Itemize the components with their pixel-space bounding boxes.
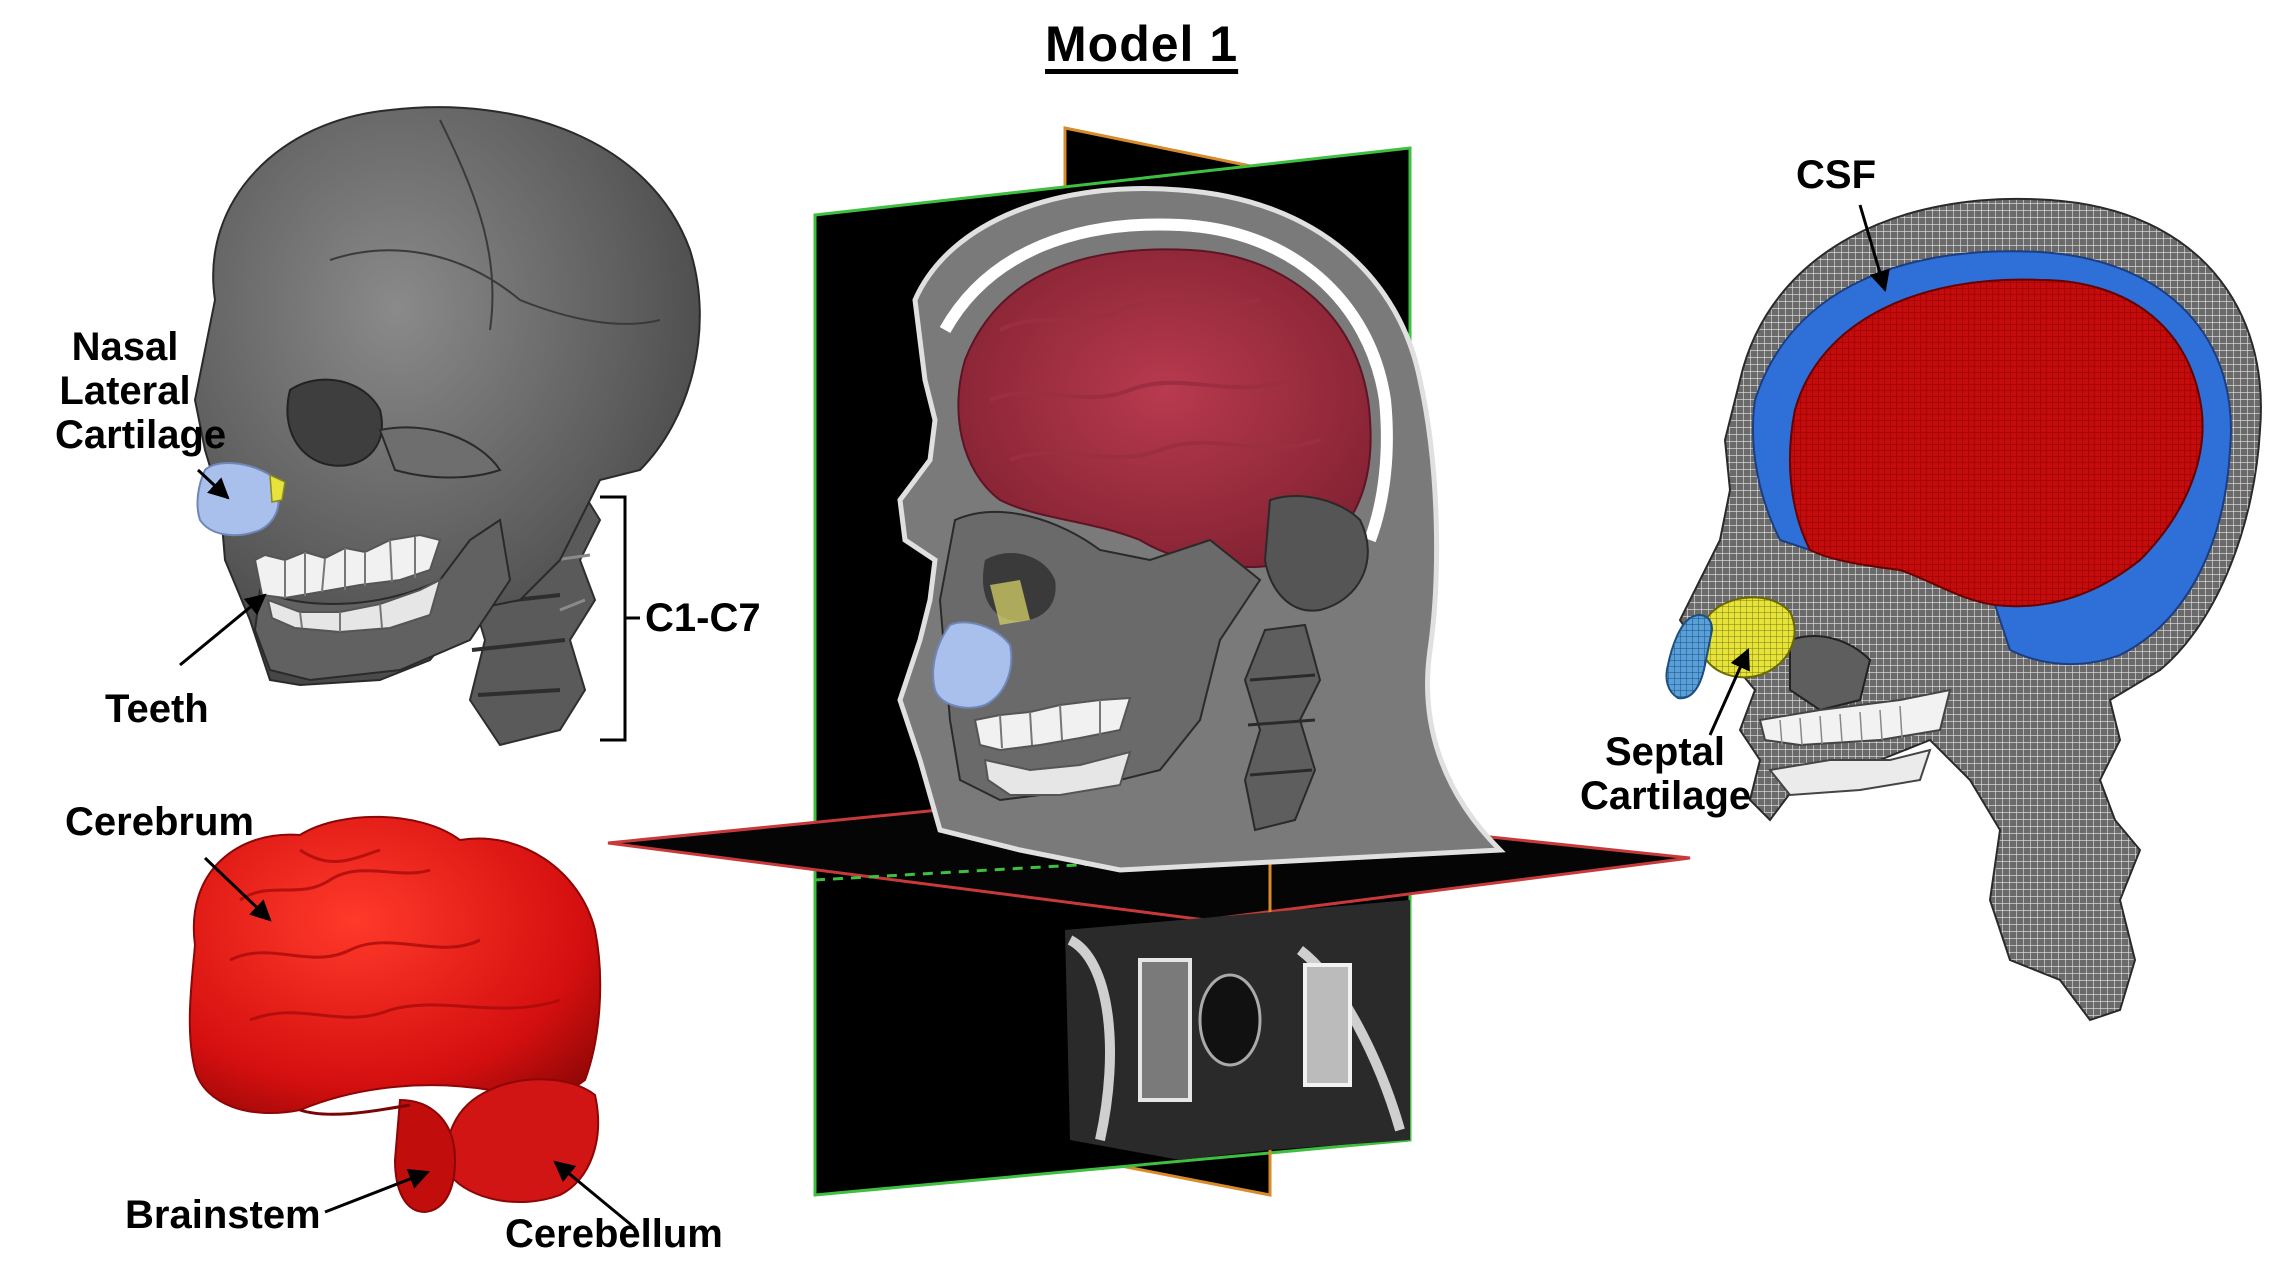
- cerebellum-arrow: [553, 1160, 636, 1230]
- csf-arrow: [1858, 204, 1890, 293]
- cerebrum: [188, 815, 602, 1114]
- nasal-label-line-1: Nasal: [71, 325, 179, 369]
- c1-c7-bracket: [600, 495, 627, 742]
- c1-c7-label: C1-C7: [645, 596, 761, 640]
- mesh-model: [1665, 198, 2262, 1022]
- nasal-lateral-cartilage-label: Nasal Lateral Cartilage: [55, 325, 227, 457]
- brainstem: [393, 1098, 457, 1214]
- cerebellum-label: Cerebellum: [505, 1212, 723, 1256]
- septal-cartilage-label: Septal Cartilage: [1580, 730, 1752, 818]
- mesh-nasal-cartilage: [1665, 614, 1714, 700]
- nasal-arrow: [196, 468, 230, 500]
- brainstem-label: Brainstem: [125, 1193, 321, 1237]
- septal-arrow: [1708, 648, 1750, 736]
- cerebrum-arrow: [203, 856, 272, 922]
- teeth-arrow: [179, 593, 267, 667]
- skull-model: [193, 106, 701, 747]
- brain-model: [188, 815, 602, 1214]
- nasal-lateral-cartilage: [196, 462, 280, 537]
- orbit: [286, 378, 383, 467]
- ct-nasal-cartilage: [932, 621, 1013, 709]
- teeth-label: Teeth: [105, 687, 209, 731]
- brainstem-arrow: [324, 1169, 430, 1214]
- nasal-label-line-3: Cartilage: [55, 413, 227, 457]
- septal-label-line-1: Septal: [1604, 730, 1726, 774]
- mesh-brain: [1789, 278, 2204, 608]
- nasal-label-line-2: Lateral: [59, 369, 191, 413]
- septal-label-line-2: Cartilage: [1580, 774, 1752, 818]
- cerebrum-label: Cerebrum: [65, 800, 254, 844]
- cranium: [193, 106, 701, 687]
- csf-label: CSF: [1796, 153, 1876, 197]
- ct-volume: [607, 126, 1691, 1197]
- teeth: [253, 533, 442, 634]
- figure-title: Model 1: [1045, 16, 1239, 72]
- cerebellum: [445, 1078, 599, 1204]
- mandible: [253, 518, 512, 682]
